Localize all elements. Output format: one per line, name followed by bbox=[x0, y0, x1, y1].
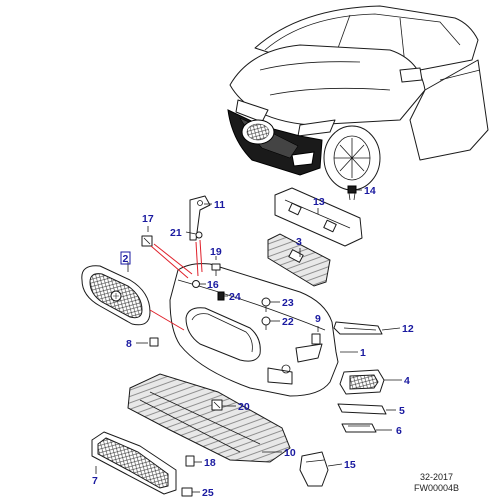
callout-13: 13 bbox=[313, 196, 325, 208]
side-vent-4 bbox=[339, 369, 385, 395]
undertray-10 bbox=[127, 373, 291, 463]
callout-17: 17 bbox=[142, 213, 154, 225]
radiator-grille-2 bbox=[81, 265, 151, 326]
callout-2-box bbox=[120, 251, 131, 265]
callout-4: 4 bbox=[404, 375, 410, 387]
trim-strip-5 bbox=[337, 403, 387, 415]
fastener-16 bbox=[192, 280, 200, 288]
callout-21: 21 bbox=[170, 227, 182, 239]
callout-10: 10 bbox=[284, 447, 296, 459]
fastener-20 bbox=[211, 399, 223, 411]
bumper-cover-1 bbox=[169, 263, 339, 397]
leader-lines bbox=[95, 189, 402, 493]
callout-16: 16 bbox=[207, 279, 219, 291]
callout-24: 24 bbox=[229, 291, 241, 303]
clip-14 bbox=[347, 185, 357, 201]
trim-6 bbox=[341, 423, 377, 433]
callout-12: 12 bbox=[402, 323, 414, 335]
car-illustration bbox=[227, 5, 489, 191]
fastener-24 bbox=[217, 291, 225, 301]
callout-22: 22 bbox=[282, 316, 294, 328]
callout-6: 6 bbox=[396, 425, 402, 437]
fastener-21 bbox=[195, 231, 203, 239]
bracket-12 bbox=[333, 321, 383, 335]
callout-18: 18 bbox=[204, 457, 216, 469]
callout-14: 14 bbox=[364, 185, 376, 197]
callout-9: 9 bbox=[315, 313, 321, 325]
assembly-lines bbox=[149, 239, 203, 331]
fastener-18 bbox=[185, 455, 195, 467]
callout-1: 1 bbox=[360, 347, 366, 359]
lower-grille-7 bbox=[91, 431, 177, 495]
cap-9 bbox=[311, 333, 321, 345]
bracket-15 bbox=[299, 451, 329, 487]
energy-absorber-13 bbox=[274, 187, 363, 247]
bracket-11 bbox=[189, 195, 211, 241]
clip-8 bbox=[149, 337, 159, 347]
callout-3: 3 bbox=[296, 236, 302, 248]
date-code: 32-2017 bbox=[420, 472, 453, 482]
callout-20: 20 bbox=[238, 401, 250, 413]
callout-25: 25 bbox=[202, 487, 214, 499]
fastener-19 bbox=[211, 263, 221, 276]
figure-code: FW00004B bbox=[414, 483, 459, 493]
callout-15: 15 bbox=[344, 459, 356, 471]
impact-bar-3 bbox=[267, 233, 331, 287]
callout-19: 19 bbox=[210, 246, 222, 258]
callout-8: 8 bbox=[126, 338, 132, 350]
bracket-17 bbox=[141, 235, 153, 247]
callout-23: 23 bbox=[282, 297, 294, 309]
fastener-22 bbox=[261, 316, 271, 330]
fastener-25 bbox=[181, 487, 193, 497]
callout-2: 2 bbox=[123, 253, 129, 265]
callout-11: 11 bbox=[214, 199, 225, 211]
callout-7: 7 bbox=[92, 475, 98, 487]
callout-5: 5 bbox=[399, 405, 405, 417]
callouts: 1 2 3 4 5 6 7 8 9 10 11 12 13 14 15 16 1… bbox=[92, 185, 414, 499]
